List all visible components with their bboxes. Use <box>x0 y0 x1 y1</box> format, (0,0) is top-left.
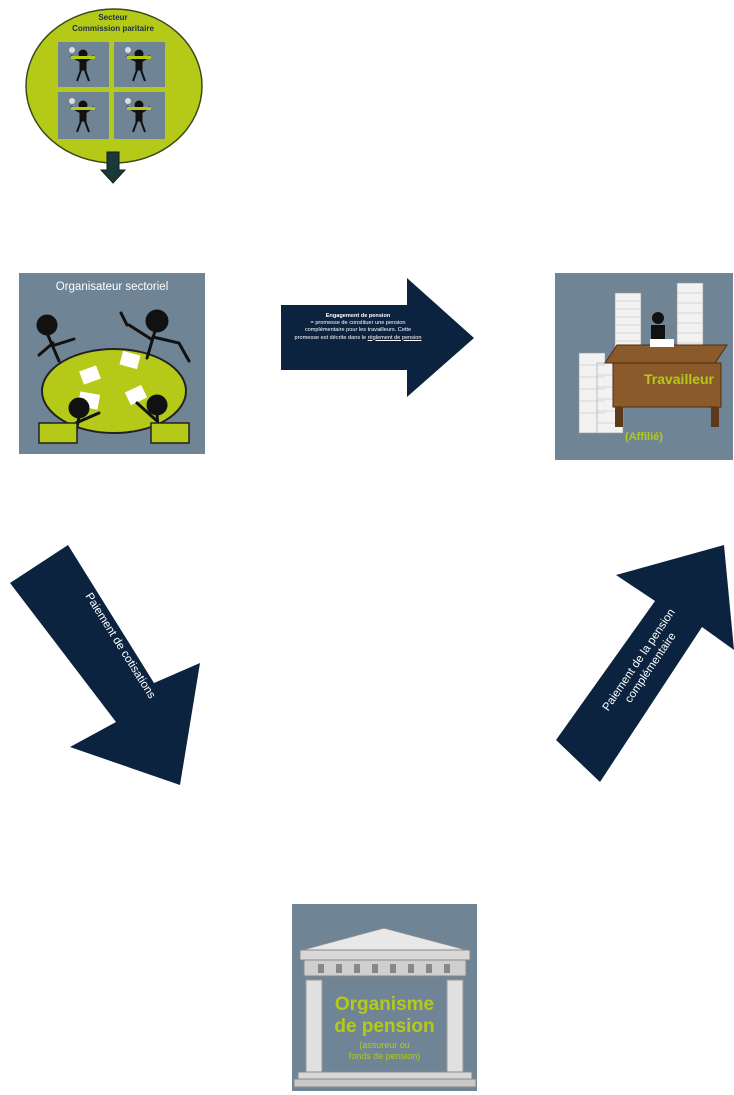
sector-workers <box>58 42 165 139</box>
sector-title: Secteur Commission paritaire <box>60 12 166 34</box>
sector-down-arrow <box>99 151 127 184</box>
temple-illustration <box>293 927 477 1088</box>
travailleur-label: Travailleur <box>643 371 715 387</box>
desk-illustration <box>578 282 728 434</box>
cotisations-arrow <box>10 545 200 785</box>
engagement-line3: promesse est décrite dans le <box>294 334 367 341</box>
meeting-illustration <box>36 309 191 444</box>
organisateur-box: Organisateur sectoriel <box>19 273 205 454</box>
engagement-arrow <box>281 278 474 397</box>
organisme-sub-line2: fonds de pension) <box>348 1051 421 1061</box>
organisateur-title: Organisateur sectoriel <box>55 281 169 293</box>
pension-payment-arrow <box>556 545 734 782</box>
sector-title-line2: Commission paritaire <box>72 24 154 33</box>
reglement-link[interactable]: règlement de pension <box>367 334 422 341</box>
organisme-title-line2: de pension <box>334 1016 435 1037</box>
travailleur-box: Travailleur (Affilié) <box>555 273 733 460</box>
organisme-box: Organisme de pension (assureur ou fonds … <box>292 904 477 1091</box>
travailleur-sub: (Affilié) <box>625 431 663 443</box>
engagement-title: Engagement de pension <box>325 313 391 319</box>
engagement-text: Engagement de pension = promesse de cons… <box>283 313 433 342</box>
engagement-line2: complémentaire pour les travailleurs. Ce… <box>304 327 412 334</box>
organisme-sub-line1: (assureur ou <box>359 1040 410 1050</box>
organisme-title-line1: Organisme <box>334 994 435 1015</box>
sector-title-line1: Secteur <box>98 13 128 22</box>
engagement-line1: = promesse de constituer une pension <box>310 320 406 327</box>
